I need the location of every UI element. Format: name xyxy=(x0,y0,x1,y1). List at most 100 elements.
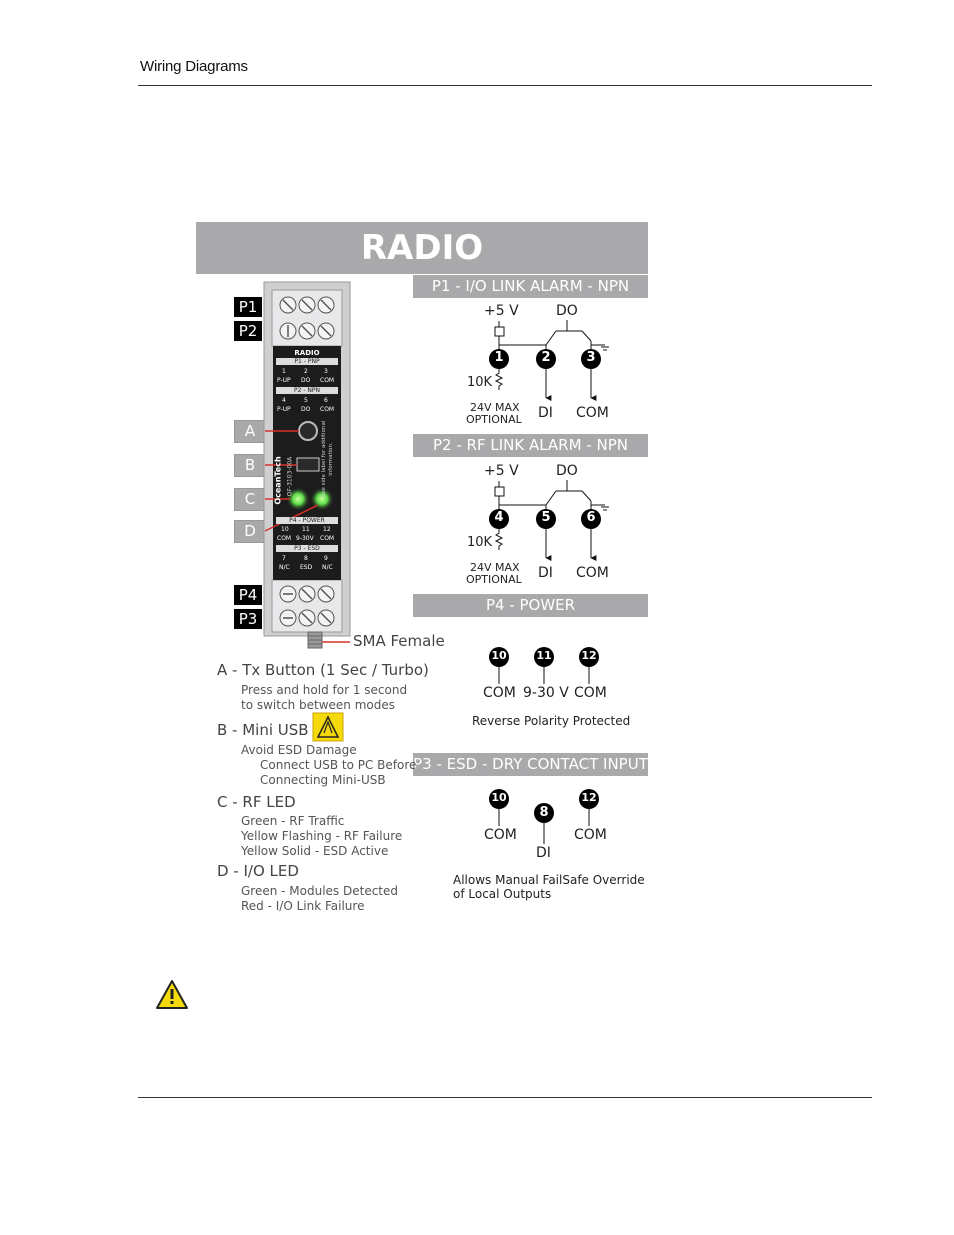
device-label-do: DO xyxy=(301,377,311,384)
p1-optional-line1: 24V MAX xyxy=(470,401,520,414)
p3-note-line1: Allows Manual FailSafe Override xyxy=(453,873,645,887)
device-label-com-4: COM xyxy=(320,535,335,542)
legend-a-line2: to switch between modes xyxy=(241,698,395,712)
device-label-com: COM xyxy=(320,377,335,384)
port-label-p2: P2 xyxy=(234,321,262,341)
device-label-p1: P1 - PNP xyxy=(276,358,338,365)
device-brand: OceanTech xyxy=(273,456,283,505)
device-pin-8: 8 xyxy=(304,555,308,562)
legend-c-line3: Yellow Solid - ESD Active xyxy=(241,844,389,858)
device-label-radio: RADIO xyxy=(294,349,320,357)
power-esd-leads xyxy=(498,667,590,844)
legend-d-line2: Red - I/O Link Failure xyxy=(241,899,365,913)
device-label-pup-2: P-UP xyxy=(277,406,291,413)
device-pin-9: 9 xyxy=(324,555,328,562)
radio-banner: RADIO xyxy=(196,222,648,274)
legend-c-line2: Yellow Flashing - RF Failure xyxy=(241,829,403,843)
legend-b-title: B - Mini USB xyxy=(217,721,309,739)
device-label-p3: P3 - ESD xyxy=(276,545,338,552)
p2-optional-line2: OPTIONAL xyxy=(466,573,522,586)
device-pin-4: 4 xyxy=(282,397,286,404)
p4-label-com-2: COM xyxy=(574,685,607,701)
p4-pin-11: 11 xyxy=(536,649,552,662)
p1-section-header: P1 - I/O LINK ALARM - NPN xyxy=(413,275,648,298)
p2-com-label: COM xyxy=(576,565,609,581)
device-label-p4: P4 - POWER xyxy=(276,517,338,524)
p1-di-label: DI xyxy=(538,405,553,421)
legend-a-title: A - Tx Button (1 Sec / Turbo) xyxy=(217,661,429,679)
device-pin-2: 2 xyxy=(304,368,308,375)
device-pin-1: 1 xyxy=(282,368,286,375)
device-pin-10: 10 xyxy=(281,526,289,533)
pin-circles xyxy=(489,349,601,823)
device-pin-7: 7 xyxy=(282,555,286,562)
p3-label-di: DI xyxy=(536,845,551,861)
callout-d: D xyxy=(234,520,266,543)
p2-di-label: DI xyxy=(538,565,553,581)
page-header-title: Wiring Diagrams xyxy=(140,58,248,75)
p2-section-header: P2 - RF LINK ALARM - NPN xyxy=(413,434,648,457)
device-label-com-3: COM xyxy=(277,535,292,542)
legend-c-title: C - RF LED xyxy=(217,793,296,811)
legend-c-line1: Green - RF Traffic xyxy=(241,814,345,828)
legend-b-line3: Connecting Mini-USB xyxy=(260,773,386,787)
device-part-number: OF-3103-00A xyxy=(286,456,294,497)
device-pin-11: 11 xyxy=(302,526,310,533)
device-pin-5: 5 xyxy=(304,397,308,404)
p4-note: Reverse Polarity Protected xyxy=(472,714,631,728)
p3-pin-8: 8 xyxy=(539,805,549,820)
legend-a-line1: Press and hold for 1 second xyxy=(241,683,408,697)
p2-supply-label: +5 V xyxy=(484,463,519,479)
callout-b: B xyxy=(234,454,266,477)
p3-label-com-2: COM xyxy=(574,827,607,843)
device-label-930v: 9-30V xyxy=(296,535,314,542)
p2-pin-4: 4 xyxy=(494,510,504,525)
port-label-p1: P1 xyxy=(234,297,262,317)
p2-pin-5: 5 xyxy=(541,510,551,525)
legend-d-title: D - I/O LED xyxy=(217,862,299,880)
device-pin-6: 6 xyxy=(324,397,328,404)
legend-d-line1: Green - Modules Detected xyxy=(241,884,399,898)
banner-title: RADIO xyxy=(360,228,484,268)
p1-com-label: COM xyxy=(576,405,609,421)
p1-pin-1: 1 xyxy=(494,350,504,365)
p2-do-label: DO xyxy=(556,463,578,479)
p3-section-header: P3 - ESD - DRY CONTACT INPUT xyxy=(413,753,648,776)
callout-lines xyxy=(264,430,350,643)
p1-supply-label: +5 V xyxy=(484,303,519,319)
p3-note-line2: of Local Outputs xyxy=(453,887,552,901)
p4-pin-10: 10 xyxy=(491,649,507,662)
p3-label-com-1: COM xyxy=(484,827,517,843)
caution-triangle-icon xyxy=(156,980,188,1009)
p4-pin-12: 12 xyxy=(581,649,597,662)
device-label-pup: P-UP xyxy=(277,377,291,384)
p3-pin-12: 12 xyxy=(581,791,597,804)
p2-pin-6: 6 xyxy=(586,510,596,525)
p1-resistor-label: 10K xyxy=(467,375,493,390)
device-pin-12: 12 xyxy=(323,526,331,533)
device-label-p2: P2 - NPN xyxy=(276,387,338,394)
p1-optional-line2: OPTIONAL xyxy=(466,413,522,426)
p4-label-com-1: COM xyxy=(483,685,516,701)
p2-optional-line1: 24V MAX xyxy=(470,561,520,574)
device-label-nc: N/C xyxy=(279,564,290,571)
p2-resistor-label: 10K xyxy=(467,535,493,550)
header-rule xyxy=(138,85,872,86)
device-label-esd: ESD xyxy=(300,564,313,571)
p4-label-voltage: 9-30 V xyxy=(523,685,569,701)
port-label-p3: P3 xyxy=(234,609,262,629)
p1-pin-3: 3 xyxy=(586,350,596,365)
p4-section-header: P4 - POWER xyxy=(413,594,648,617)
sma-female-label: SMA Female xyxy=(353,632,445,650)
device-label-com-2: COM xyxy=(320,406,335,413)
device-side-note: See side label for additional informatio… xyxy=(321,420,334,498)
p1-pin-2: 2 xyxy=(541,350,551,365)
footer-rule xyxy=(138,1097,872,1098)
p1-do-label: DO xyxy=(556,303,578,319)
legend-b-line1: Avoid ESD Damage xyxy=(241,743,357,757)
esd-warning-icon xyxy=(312,712,344,742)
port-label-p4: P4 xyxy=(234,585,262,605)
device-pin-3: 3 xyxy=(324,368,328,375)
p2-circuit xyxy=(494,480,609,561)
